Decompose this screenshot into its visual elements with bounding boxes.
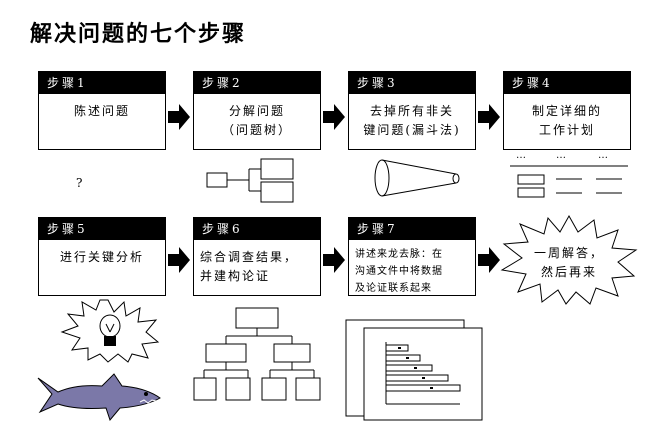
step-4-header: 步骤4 [504,72,630,94]
step-3-text: 去掉所有非关 键问题(漏斗法) [349,94,475,149]
step-3-header: 步骤3 [349,72,475,94]
step-6-text: 综合调查结果， 并建构论证 [194,240,320,295]
step-2-line-1: 分解问题 [228,104,285,118]
step-7-box: 步骤7 讲述来龙去脉：在 沟通文件中将数据 及论证联系起来 [348,217,476,296]
step-2-text: 分解问题 （问题树） [194,94,320,149]
lightbulb-icon [60,299,160,363]
plan-dots: … [556,150,566,161]
issue-tree-figure [193,307,321,401]
work-plan-figure: … … … [508,150,638,200]
step-1-text: 陈述问题 [73,104,130,118]
arrow-icon [478,104,500,130]
step-5-box: 步骤5 进行关键分析 [38,217,166,296]
step-5-text: 进行关键分析 [59,250,144,264]
arrow-icon [323,104,345,130]
step-4-box: 步骤4 制定详细的 工作计划 [503,71,631,150]
plan-dots: … [516,150,526,161]
step-4-line-2: 工作计划 [538,123,595,137]
step-6-line-1: 综合调查结果， [200,250,299,264]
final-answer-text: 一周解答， 然后再来 [519,244,619,282]
step-2-header: 步骤2 [194,72,320,94]
step-5-header: 步骤5 [39,218,165,240]
step-7-text: 讲述来龙去脉：在 沟通文件中将数据 及论证联系起来 [349,240,475,295]
step-3-line-2: 键问题(漏斗法) [363,123,461,137]
step-6-header: 步骤6 [194,218,320,240]
arrow-icon [323,247,345,273]
plan-dots: … [598,150,608,161]
step-6-box: 步骤6 综合调查结果， 并建构论证 [193,217,321,296]
report-document-figure [345,319,483,421]
arrow-icon [168,104,190,130]
step-3-line-1: 去掉所有非关 [369,104,454,118]
step-7-header: 步骤7 [349,218,475,240]
step-7-line-1: 讲述来龙去脉：在 [355,249,443,260]
arrow-icon [478,247,500,273]
step-1-box: 步骤1 陈述问题 [38,71,166,150]
step-2-line-2: （问题树） [221,123,292,137]
page-title: 解决问题的七个步骤 [30,21,247,47]
step-1-header: 步骤1 [39,72,165,94]
step-6-line-2: 并建构论证 [200,269,271,283]
question-mark: ? [76,176,83,190]
arrow-icon [168,247,190,273]
final-line-2: 然后再来 [540,265,597,279]
step-4-line-1: 制定详细的 [531,104,602,118]
starburst-figure [500,214,638,305]
step-4-text: 制定详细的 工作计划 [504,94,630,149]
final-line-1: 一周解答， [533,246,604,260]
step-7-line-2: 沟通文件中将数据 [355,266,443,277]
funnel-figure [374,159,460,197]
step-3-box: 步骤3 去掉所有非关 键问题(漏斗法) [348,71,476,150]
step-7-line-3: 及论证联系起来 [355,283,432,294]
problem-tree-figure [206,158,294,203]
step-2-box: 步骤2 分解问题 （问题树） [193,71,321,150]
shark-icon [37,373,161,422]
